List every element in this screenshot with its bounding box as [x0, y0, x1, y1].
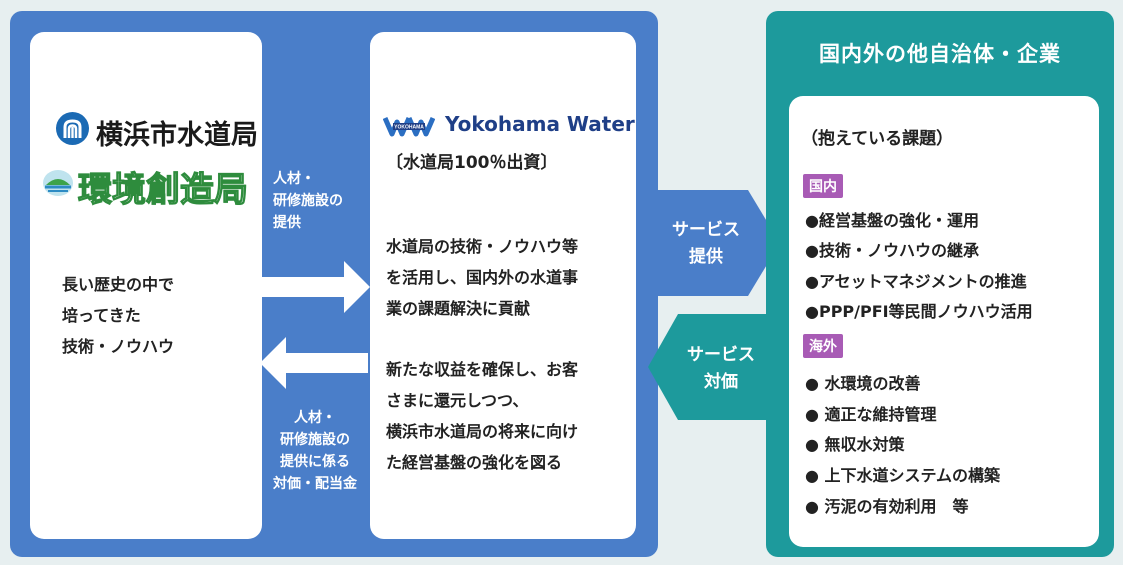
compensation-dividend-label: 人材・ 研修施設の 提供に係る 対価・配当金 — [273, 410, 357, 492]
domestic-issue-item: ●技術・ノウハウの継承 — [805, 241, 979, 260]
domestic-issue-item: ●PPP/PFI等民間ノウハウ活用 — [805, 302, 1033, 321]
overseas-issue-item: ● 汚泥の有効利用 等 — [805, 497, 969, 516]
yokohama-water-company-card — [370, 32, 636, 539]
water-bureau-logo-text: 横浜市水道局 — [96, 120, 258, 151]
service-payment-label: サービス 対価 — [687, 345, 755, 392]
other-municipalities-title: 国内外の他自治体・企業 — [819, 42, 1061, 66]
domestic-tag: 国内 — [803, 174, 843, 198]
environment-bureau-logo-text: 環境創造局 — [77, 169, 248, 210]
water-bureau-logo: 横浜市水道局 — [56, 112, 258, 151]
overseas-issue-item: ● 水環境の改善 — [805, 374, 921, 393]
environment-bureau-emblem-icon — [42, 168, 74, 198]
overseas-issue-item: ● 適正な維持管理 — [805, 405, 937, 424]
domestic-issue-item: ●アセットマネジメントの推進 — [805, 272, 1027, 291]
water-bureau-emblem-icon — [56, 112, 89, 145]
overseas-issue-item: ● 無収水対策 — [805, 435, 905, 454]
yokohama-water-logo: YOKOHAMA Yokohama Water — [383, 112, 635, 142]
history-technology-text: 長い歴史の中で 培ってきた 技術・ノウハウ — [62, 275, 175, 356]
arrow-right-icon — [262, 261, 370, 313]
issues-card — [789, 96, 1099, 547]
arrow-left-icon — [260, 337, 368, 389]
personnel-provision-label: 人材・ 研修施設の 提供 — [273, 171, 343, 231]
overseas-issue-item: ● 上下水道システムの構築 — [805, 466, 1001, 485]
environment-bureau-logo: 環境創造局 — [42, 160, 262, 211]
service-provision-label: サービス 提供 — [672, 220, 740, 267]
service-provision-arrow-icon — [636, 190, 780, 296]
domestic-issue-item: ●経営基盤の強化・運用 — [805, 211, 979, 230]
service-payment-arrow-icon — [648, 314, 772, 420]
revenue-text: 新たな収益を確保し、お客 さまに還元しつつ、 横浜市水道局の将来に向け た経営基… — [386, 360, 579, 472]
capital-note: 〔水道局100％出資〕 — [386, 153, 558, 173]
overseas-tag: 海外 — [803, 334, 843, 358]
logo-mark-text: YOKOHAMA — [394, 125, 424, 131]
yokohama-water-mark-icon: YOKOHAMA — [383, 116, 435, 137]
issues-heading: （抱えている課題） — [801, 129, 954, 149]
yokohama-water-logo-text: Yokohama Water — [445, 112, 635, 136]
contribution-text: 水道局の技術・ノウハウ等 を活用し、国内外の水道事 業の課題解決に貢献 — [386, 237, 579, 318]
